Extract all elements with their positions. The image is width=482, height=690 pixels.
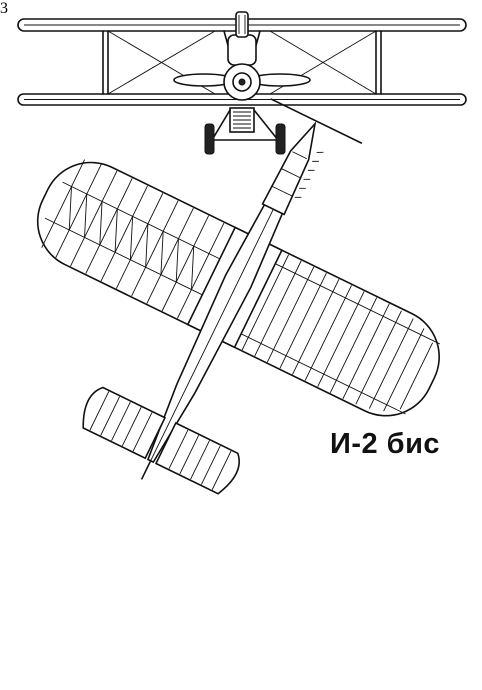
tailplane-right-top — [154, 421, 240, 495]
upper-wing-side: 3 — [0, 0, 8, 17]
engine-side: 3 — [0, 0, 8, 17]
fuselage-side: 3 — [0, 0, 8, 17]
strut-rear-side: 3 — [0, 0, 8, 17]
exhaust-side: 3 — [0, 0, 8, 17]
engine-cowl-top — [261, 121, 317, 216]
strut-front-side: 3 — [0, 0, 8, 17]
lower-wing-side: 3 — [0, 0, 8, 17]
tail-number: 3 — [0, 0, 8, 17]
tailplane-left-top — [82, 386, 167, 460]
engine-top-front — [235, 11, 249, 38]
top-view — [36, 98, 440, 495]
fuselage-front — [227, 34, 257, 66]
wheel-left-front — [204, 123, 215, 155]
fin-rudder-side: 3 — [0, 0, 8, 17]
side-view: 3 — [0, 0, 8, 17]
tailplane-side: 3 — [0, 0, 8, 17]
spinner-side: 3 — [0, 0, 8, 17]
aircraft-title: И-2 бис — [330, 428, 441, 460]
wheel-right-front — [275, 123, 286, 155]
front-view — [17, 11, 467, 155]
propeller-side: 3 — [0, 0, 8, 17]
